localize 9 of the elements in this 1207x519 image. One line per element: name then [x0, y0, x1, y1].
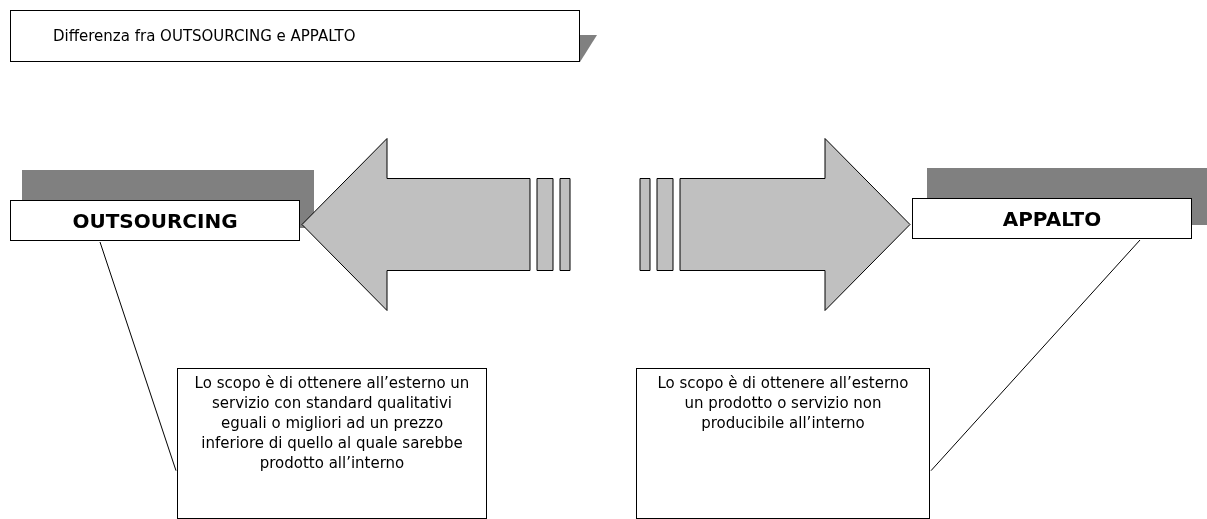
heading-label: OUTSOURCING	[10, 200, 300, 241]
leader-line	[99, 241, 177, 472]
description-box: Lo scopo è di ottenere all’esterno un prodotto o servizio non producibile all’interno	[636, 368, 930, 519]
block-arrow	[301, 138, 571, 311]
leader-line	[930, 239, 1141, 472]
block-arrow	[639, 138, 911, 311]
heading-label: APPALTO	[912, 198, 1192, 239]
title: Differenza fra OUTSOURCING e APPALTO	[10, 10, 580, 62]
description-box: Lo scopo è di ottenere all’esterno un servizio con standard qualitativi eguali o migliori ad un prezzo inferiore di quello al quale sarebbe prodotto all’interno	[177, 368, 487, 519]
